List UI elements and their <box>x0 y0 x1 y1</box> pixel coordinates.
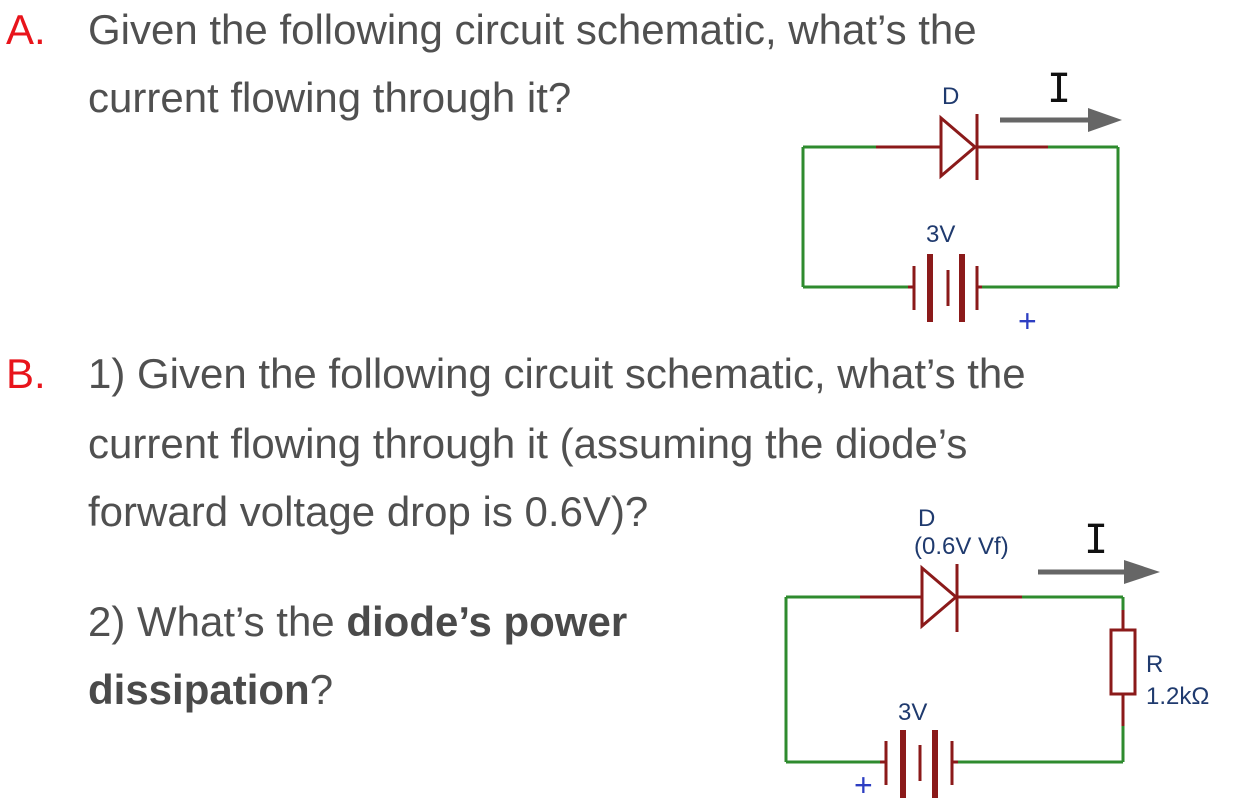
question-b-part2-bold-2: dissipation <box>88 666 310 713</box>
circuit-b-current-label: I <box>1084 517 1108 563</box>
circuit-b-diode-symbol <box>860 564 1022 632</box>
circuit-a-diode-symbol <box>876 114 1048 180</box>
question-a-letter: A. <box>6 6 46 53</box>
question-b-part2-suffix: ? <box>309 666 334 713</box>
circuit-b-battery-label: 3V <box>898 699 927 726</box>
circuit-a-battery-label: 3V <box>926 221 955 248</box>
question-b-part2-line-2: dissipation? <box>88 666 333 714</box>
circuit-b-battery-symbol <box>880 730 958 798</box>
question-a-line-1: Given the following circuit schematic, w… <box>88 6 977 53</box>
question-b-part2-prefix: 2) What’s the <box>88 598 347 645</box>
circuit-b-resistor-value: 1.2kΩ <box>1146 683 1209 710</box>
circuit-a-battery-symbol <box>908 254 982 322</box>
circuit-b-resistor-symbol <box>1109 610 1137 726</box>
circuit-b-resistor-label: R <box>1146 651 1163 678</box>
question-b-letter: B. <box>6 350 46 397</box>
question-a-line-2: current flowing through it? <box>88 74 572 121</box>
circuit-b-wires <box>784 595 1125 764</box>
circuit-b-current-arrow <box>1038 560 1160 584</box>
question-b-part1-line-2: current flowing through it (assuming the… <box>88 420 968 467</box>
circuit-a-current-arrow <box>1000 108 1122 132</box>
circuit-a-diode-label: D <box>942 83 959 110</box>
question-b-part2-bold-1: diode’s power <box>346 598 628 645</box>
question-b-part1-line-1: 1) Given the following circuit schematic… <box>88 350 1026 397</box>
circuit-b-diode-label: D <box>918 505 935 532</box>
question-b-part1-line-3: forward voltage drop is 0.6V)? <box>88 488 649 535</box>
circuit-a-wires <box>801 145 1120 289</box>
circuit-a-battery-plus: + <box>1018 303 1037 339</box>
circuit-b-diode-vf-label: (0.6V Vf) <box>914 533 1009 560</box>
circuit-b-battery-plus: + <box>854 767 873 803</box>
circuit-a-current-label: I <box>1047 66 1071 112</box>
question-b-part2-line-1: 2) What’s the diode’s power <box>88 598 627 646</box>
